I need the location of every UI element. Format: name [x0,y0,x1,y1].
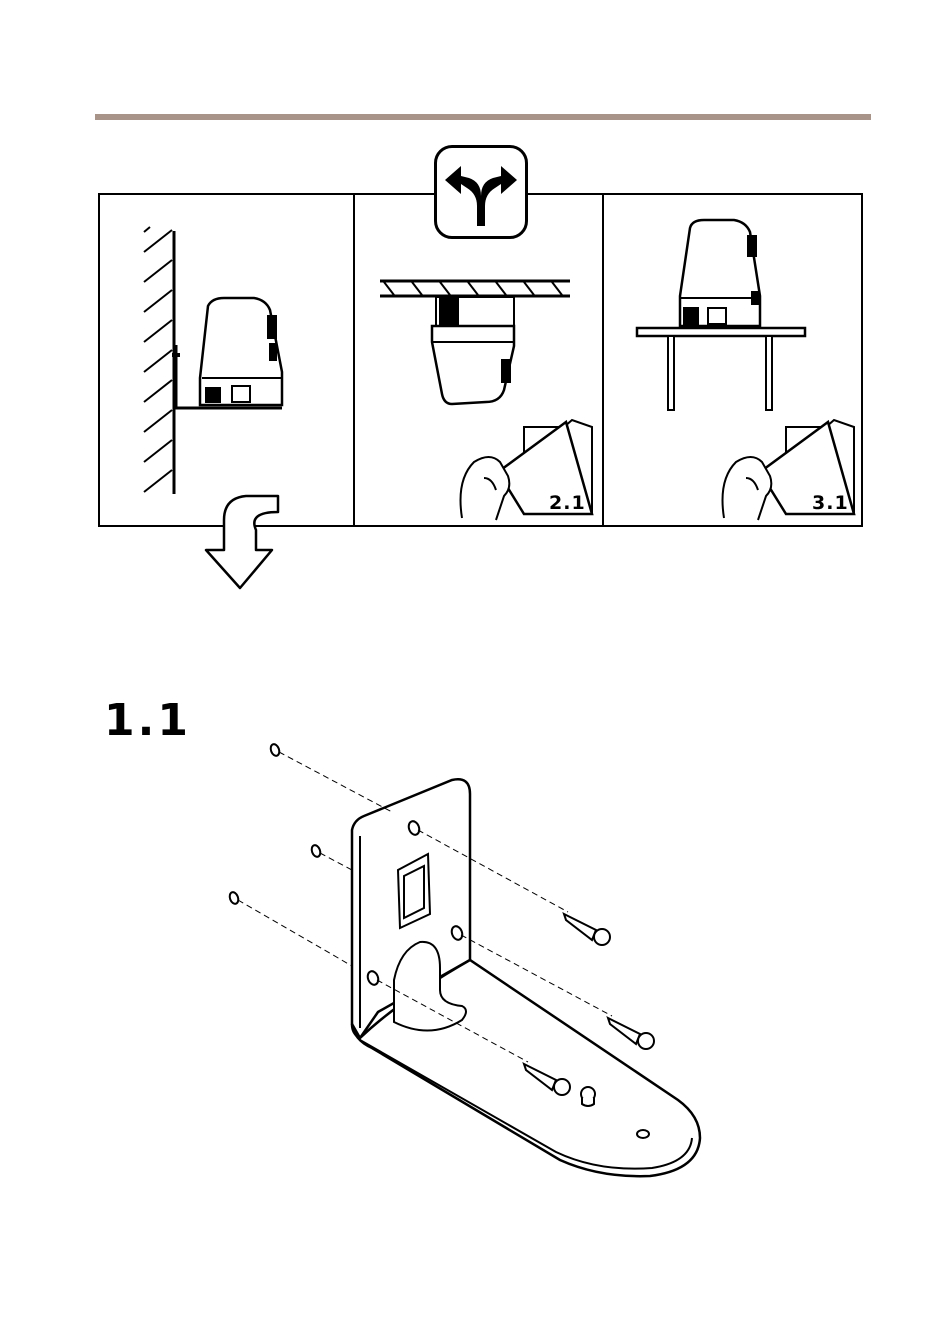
panel-divider [602,195,604,525]
step-number: 1.1 [104,695,191,746]
mounting-options-frame [98,193,863,527]
header-rule [95,114,871,120]
reference-label: 2.1 [549,492,586,514]
panel-divider [353,195,355,525]
reference-label: 3.1 [812,492,849,514]
fork-arrows-icon [434,145,528,239]
